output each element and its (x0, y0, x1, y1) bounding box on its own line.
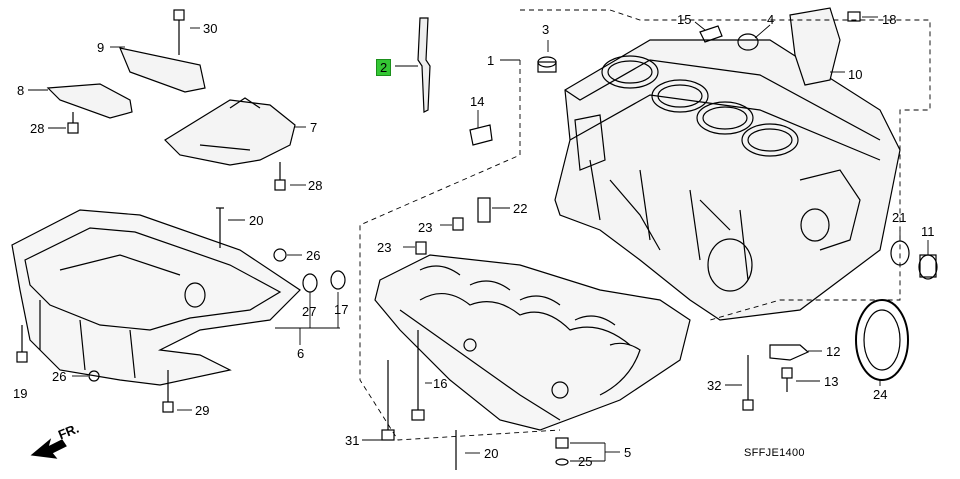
callout-20: 20 (484, 446, 499, 461)
callout-25: 25 (578, 454, 593, 469)
callout-11: 11 (921, 224, 935, 239)
baffle-plates (46, 47, 296, 166)
callout-10: 10 (848, 67, 863, 82)
callout-17: 17 (334, 302, 349, 317)
callout-23: 23 (418, 220, 433, 235)
leader-lines (28, 9, 931, 462)
callout-27: 27 (302, 304, 317, 319)
oil-pan (11, 209, 301, 386)
callout-21: 21 (892, 210, 907, 225)
callout-18: 18 (882, 12, 897, 27)
lower-block (374, 254, 691, 431)
callout-1: 1 (487, 53, 495, 68)
callout-5: 5 (624, 445, 632, 460)
callout-6: 6 (297, 346, 305, 361)
callout-26: 26 (52, 369, 67, 384)
callout-8: 8 (17, 83, 25, 98)
callout-2-highlighted[interactable]: 2 (376, 59, 392, 76)
callout-16: 16 (433, 376, 448, 391)
cylinder-block (554, 39, 901, 321)
callout-19: 19 (13, 386, 28, 401)
callout-20: 20 (249, 213, 264, 228)
small-parts (16, 7, 938, 470)
callout-28: 28 (30, 121, 45, 136)
callout-32: 32 (707, 378, 722, 393)
callout-26: 26 (306, 248, 321, 263)
callout-30: 30 (203, 21, 218, 36)
callout-24: 24 (873, 387, 888, 402)
callout-12: 12 (826, 344, 841, 359)
callout-29: 29 (195, 403, 210, 418)
callout-22: 22 (513, 201, 528, 216)
callout-31: 31 (345, 433, 360, 448)
callout-7: 7 (310, 120, 318, 135)
callout-13: 13 (824, 374, 839, 389)
callout-14: 14 (470, 94, 485, 109)
callout-23: 23 (377, 240, 392, 255)
callout-9: 9 (97, 40, 105, 55)
front-arrow-icon (30, 438, 67, 459)
figure-code: SFFJE1400 (744, 447, 805, 459)
callout-28: 28 (308, 178, 323, 193)
callout-4: 4 (767, 12, 775, 27)
callout-3: 3 (542, 22, 550, 37)
callout-15: 15 (677, 12, 692, 27)
